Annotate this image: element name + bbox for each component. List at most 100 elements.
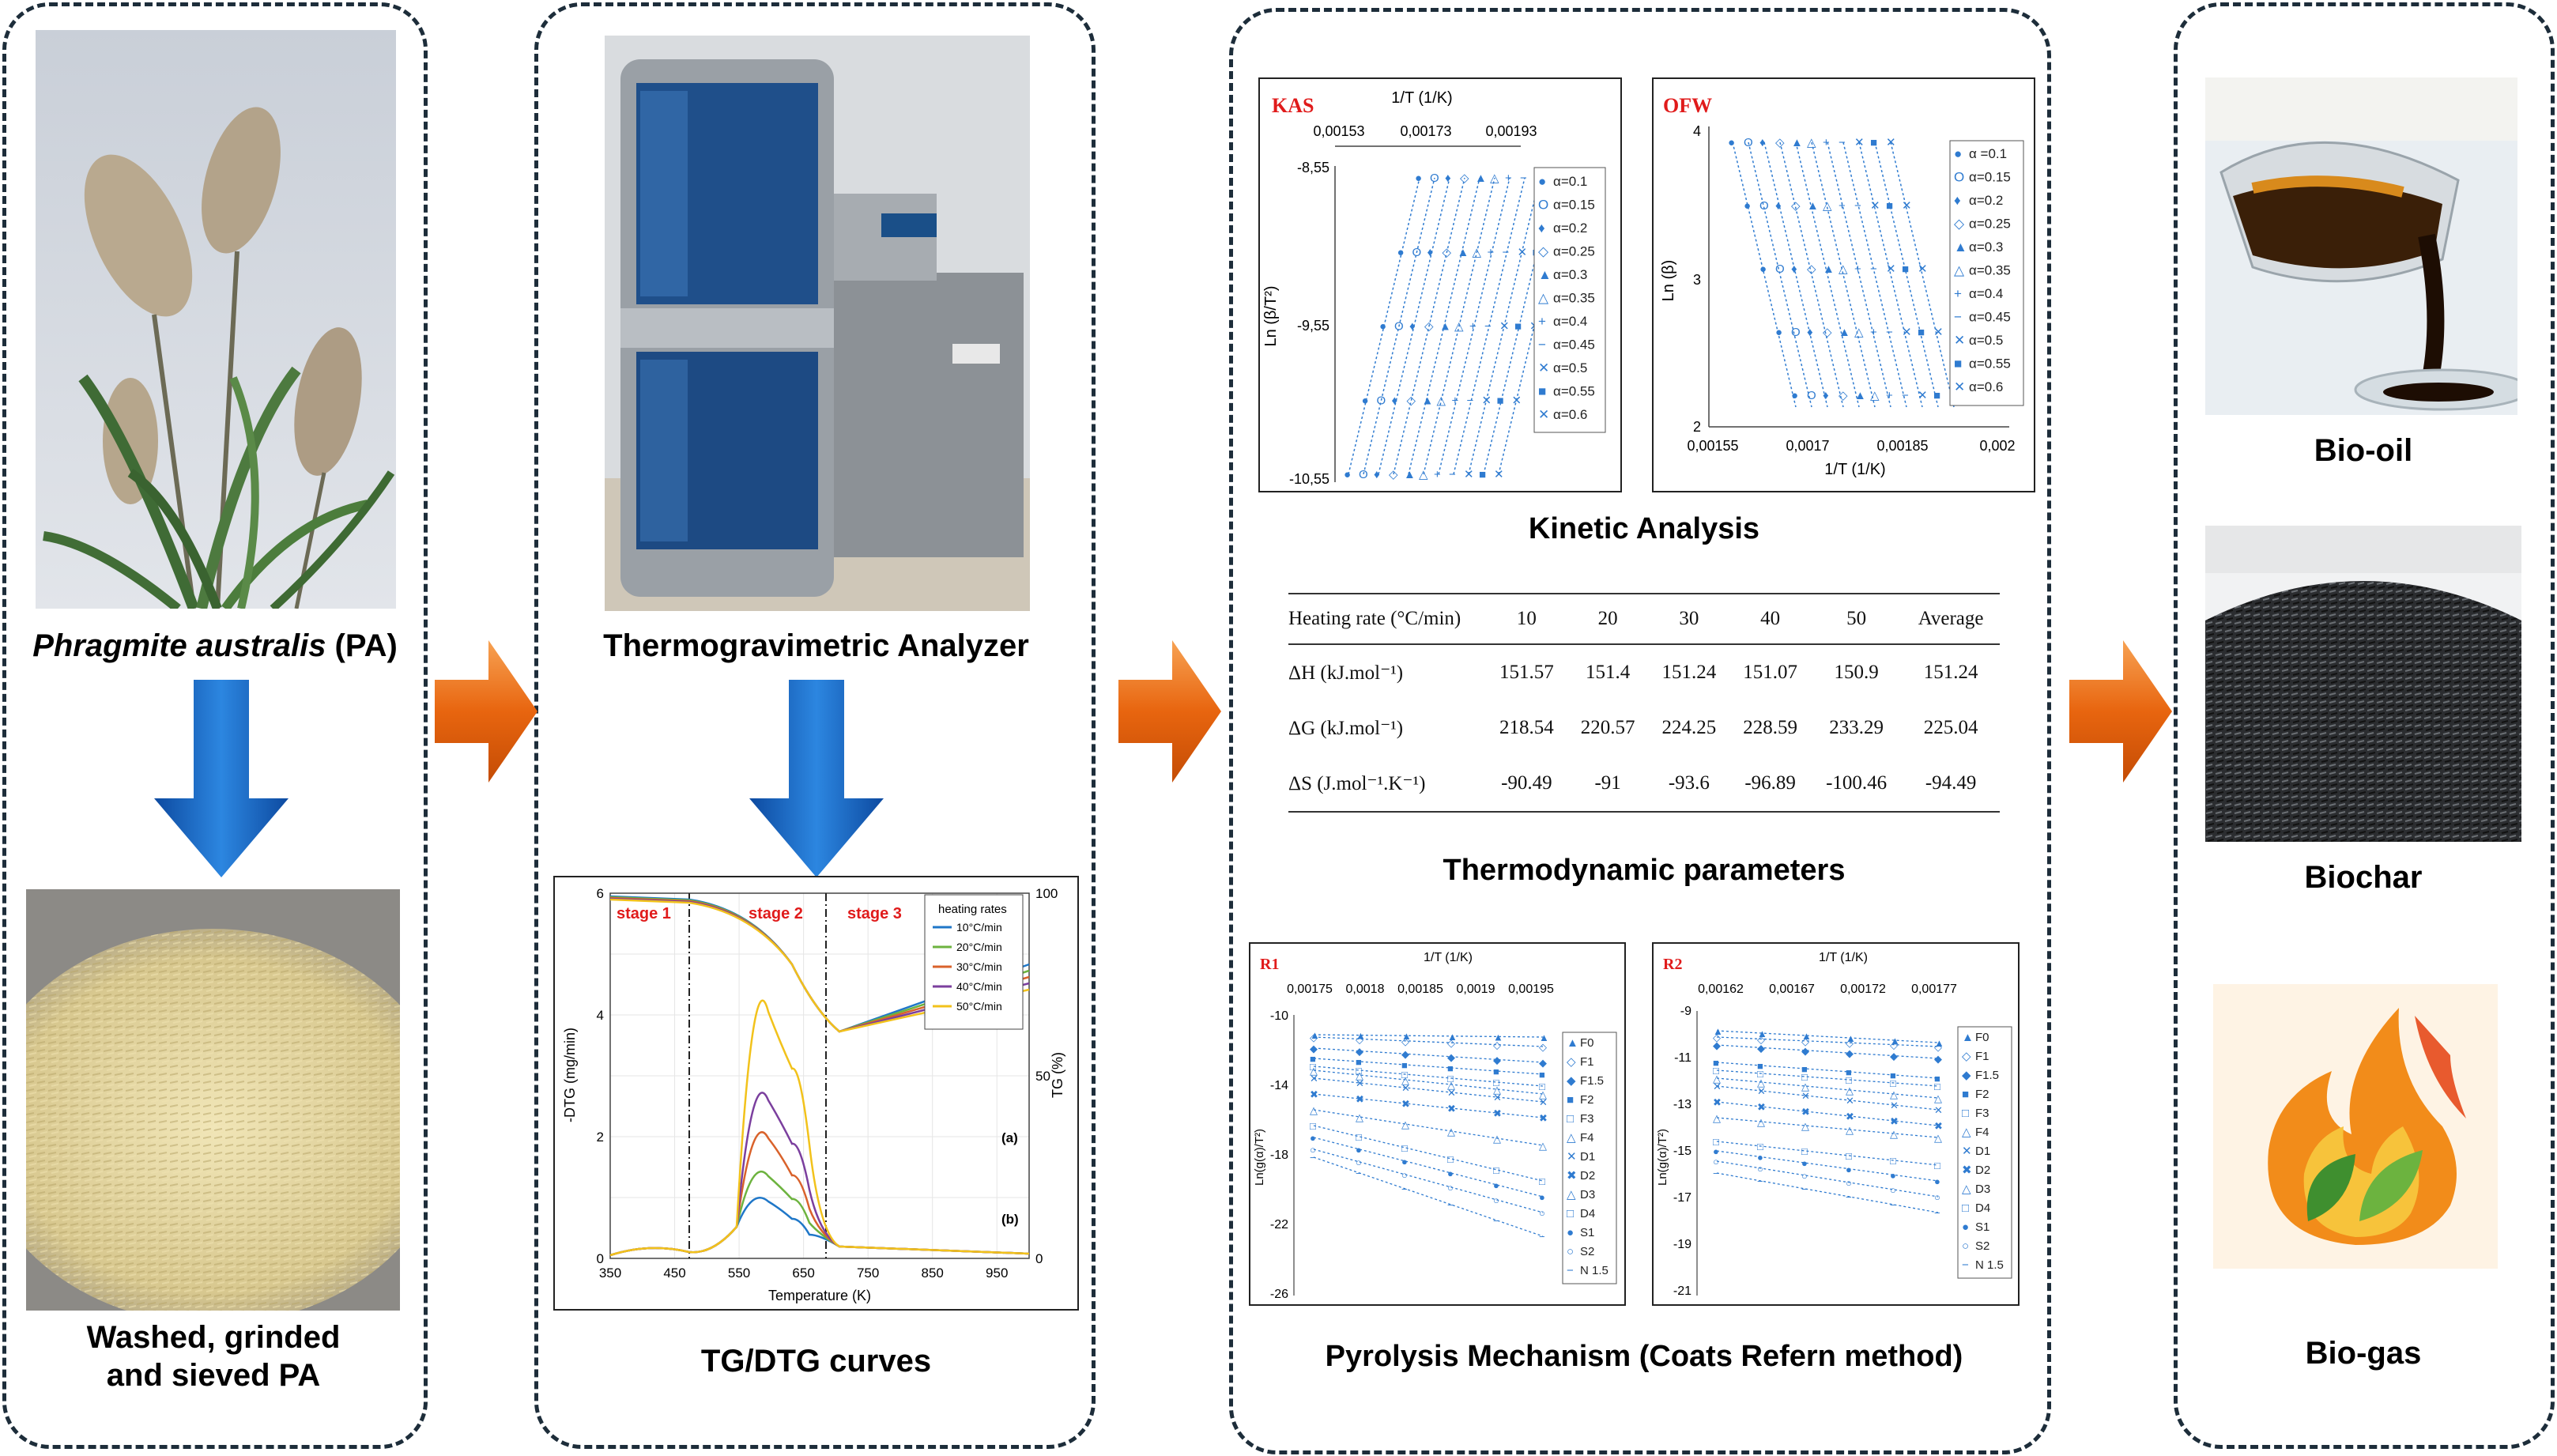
r2-top-axis-label: 1/T (1/K) [1819, 951, 1868, 964]
kas-fit-line [1378, 177, 1450, 475]
table-header: 40 [1729, 593, 1811, 645]
mech-point: □ [1447, 1073, 1454, 1084]
mech-point: ▲ [1713, 1025, 1723, 1037]
r2-title: R2 [1663, 956, 1682, 973]
mech-point: ✖ [1356, 1093, 1364, 1105]
kas-y-tick: -8,55 [1297, 160, 1329, 175]
tg-ylabel-left: -DTG (mg/min) [562, 1028, 578, 1122]
mech-point: ✖ [1447, 1103, 1456, 1115]
legend-item: S2 [1975, 1239, 1989, 1253]
mech-point: ▲ [1801, 1030, 1812, 1042]
mech-point: ○ [1401, 1169, 1408, 1181]
mech-point: ● [1493, 1179, 1499, 1191]
mech-point: ◇ [1493, 1039, 1501, 1051]
mech-point: ○ [1801, 1170, 1808, 1182]
mech-point: □ [1934, 1160, 1940, 1171]
kas-y-tick: -10,55 [1289, 471, 1329, 487]
table-header: 50 [1811, 593, 1903, 645]
tg-x-tick: 350 [599, 1266, 621, 1281]
ofw-ylabel: Ln (β) [1660, 260, 1677, 302]
kas-point: ✕ [1512, 394, 1522, 407]
mech-point: ✖ [1493, 1107, 1502, 1119]
legend-item: F3 [1975, 1107, 1989, 1120]
ofw-point: − [1839, 136, 1846, 149]
mech-point: ✕ [1356, 1077, 1364, 1089]
legend-item: α=0.3 [1553, 267, 1587, 282]
mech-point: ● [1713, 1145, 1719, 1157]
kas-point: ◇ [1460, 172, 1469, 185]
mech-point: ◆ [1447, 1051, 1455, 1063]
mech-point: △ [1713, 1112, 1721, 1124]
mech-point: □ [1401, 1069, 1408, 1081]
r1-chart: R1 1/T (1/K) 0,00175 0,0018 0,00185 0,00… [1249, 942, 1626, 1306]
kas-point: + [1488, 246, 1495, 259]
mech-point: □ [1846, 1074, 1852, 1086]
mech-point: □ [1493, 1164, 1499, 1176]
ofw-point: ● [1791, 389, 1798, 402]
mech-point: ■ [1356, 1056, 1362, 1068]
mech-point: ◆ [1801, 1045, 1809, 1057]
table-header: 30 [1648, 593, 1730, 645]
kas-point: O [1359, 468, 1368, 481]
mech-point: ○ [1493, 1194, 1499, 1206]
tg-legend-item: 40°C/min [956, 980, 1002, 993]
mech-point: ■ [1801, 1063, 1808, 1075]
legend-marker: ○ [1567, 1245, 1574, 1258]
mech-point: □ [1713, 1136, 1719, 1148]
legend-item: α=0.45 [1969, 310, 2011, 325]
stage-3-label: stage 3 [847, 905, 902, 922]
kas-point: ■ [1497, 394, 1504, 407]
mech-point: ◇ [1713, 1032, 1721, 1043]
mech-point: △ [1539, 1140, 1547, 1152]
mech-point: ● [1539, 1191, 1545, 1203]
ofw-point: ♦ [1791, 262, 1797, 276]
legend-marker: ● [1954, 146, 1962, 161]
mech-point: ● [1890, 1169, 1896, 1181]
ofw-point: ✕ [1918, 262, 1928, 276]
tg-x-tick: 550 [728, 1266, 750, 1281]
mech-fit-line [1313, 1149, 1544, 1213]
ofw-point: O [1807, 389, 1816, 402]
right-arrow-1-icon [435, 640, 537, 783]
r1-top-axis-label: 1/T (1/K) [1424, 951, 1473, 964]
mech-point: ● [1356, 1144, 1362, 1156]
ofw-point: + [1886, 389, 1893, 402]
mech-point: ● [1447, 1167, 1454, 1179]
kas-fit-line [1348, 177, 1420, 475]
legend-item: N 1.5 [1580, 1264, 1608, 1277]
tg-legend-item: 30°C/min [956, 960, 1002, 973]
legend-marker: △ [1962, 1183, 1971, 1196]
r1-top-tick: 0,0019 [1457, 983, 1495, 996]
mech-point: ▲ [1934, 1037, 1944, 1049]
mech-fit-line [1716, 1085, 1939, 1111]
legend-item: F4 [1975, 1126, 1989, 1139]
mech-point: ◇ [1401, 1035, 1409, 1047]
r1-top-tick: 0,00195 [1508, 983, 1554, 996]
ofw-point: ✕ [1870, 199, 1880, 213]
legend-marker: − [1954, 310, 1962, 325]
kas-fit-line [1483, 177, 1556, 475]
stage-2-label: stage 2 [749, 905, 803, 922]
legend-marker: △ [1954, 263, 1965, 278]
kas-point: ▲ [1439, 320, 1451, 334]
legend-item: D2 [1580, 1169, 1595, 1183]
tag-a: (a) [1001, 1130, 1018, 1145]
dtg-curve [609, 999, 1030, 1257]
mech-point: ✕ [1539, 1096, 1548, 1108]
ofw-point: ● [1728, 136, 1735, 149]
mech-point: ▲ [1310, 1029, 1320, 1041]
ofw-xlabel: 1/T (1/K) [1824, 461, 1885, 478]
kas-point: − [1503, 246, 1510, 259]
legend-item: α=0.55 [1969, 356, 2011, 372]
ofw-point: ▲ [1823, 262, 1835, 276]
ofw-point: ◇ [1775, 136, 1785, 149]
mech-point: ○ [1310, 1144, 1316, 1156]
legend-item: α=0.15 [1969, 170, 2011, 185]
legend-item: N 1.5 [1975, 1258, 2004, 1272]
panel-products [2174, 2, 2555, 1449]
r1-y-tick: -18 [1270, 1149, 1288, 1162]
mech-point: ◇ [1356, 1033, 1363, 1045]
ofw-point: ▲ [1839, 326, 1850, 339]
legend-item: F3 [1580, 1112, 1594, 1126]
